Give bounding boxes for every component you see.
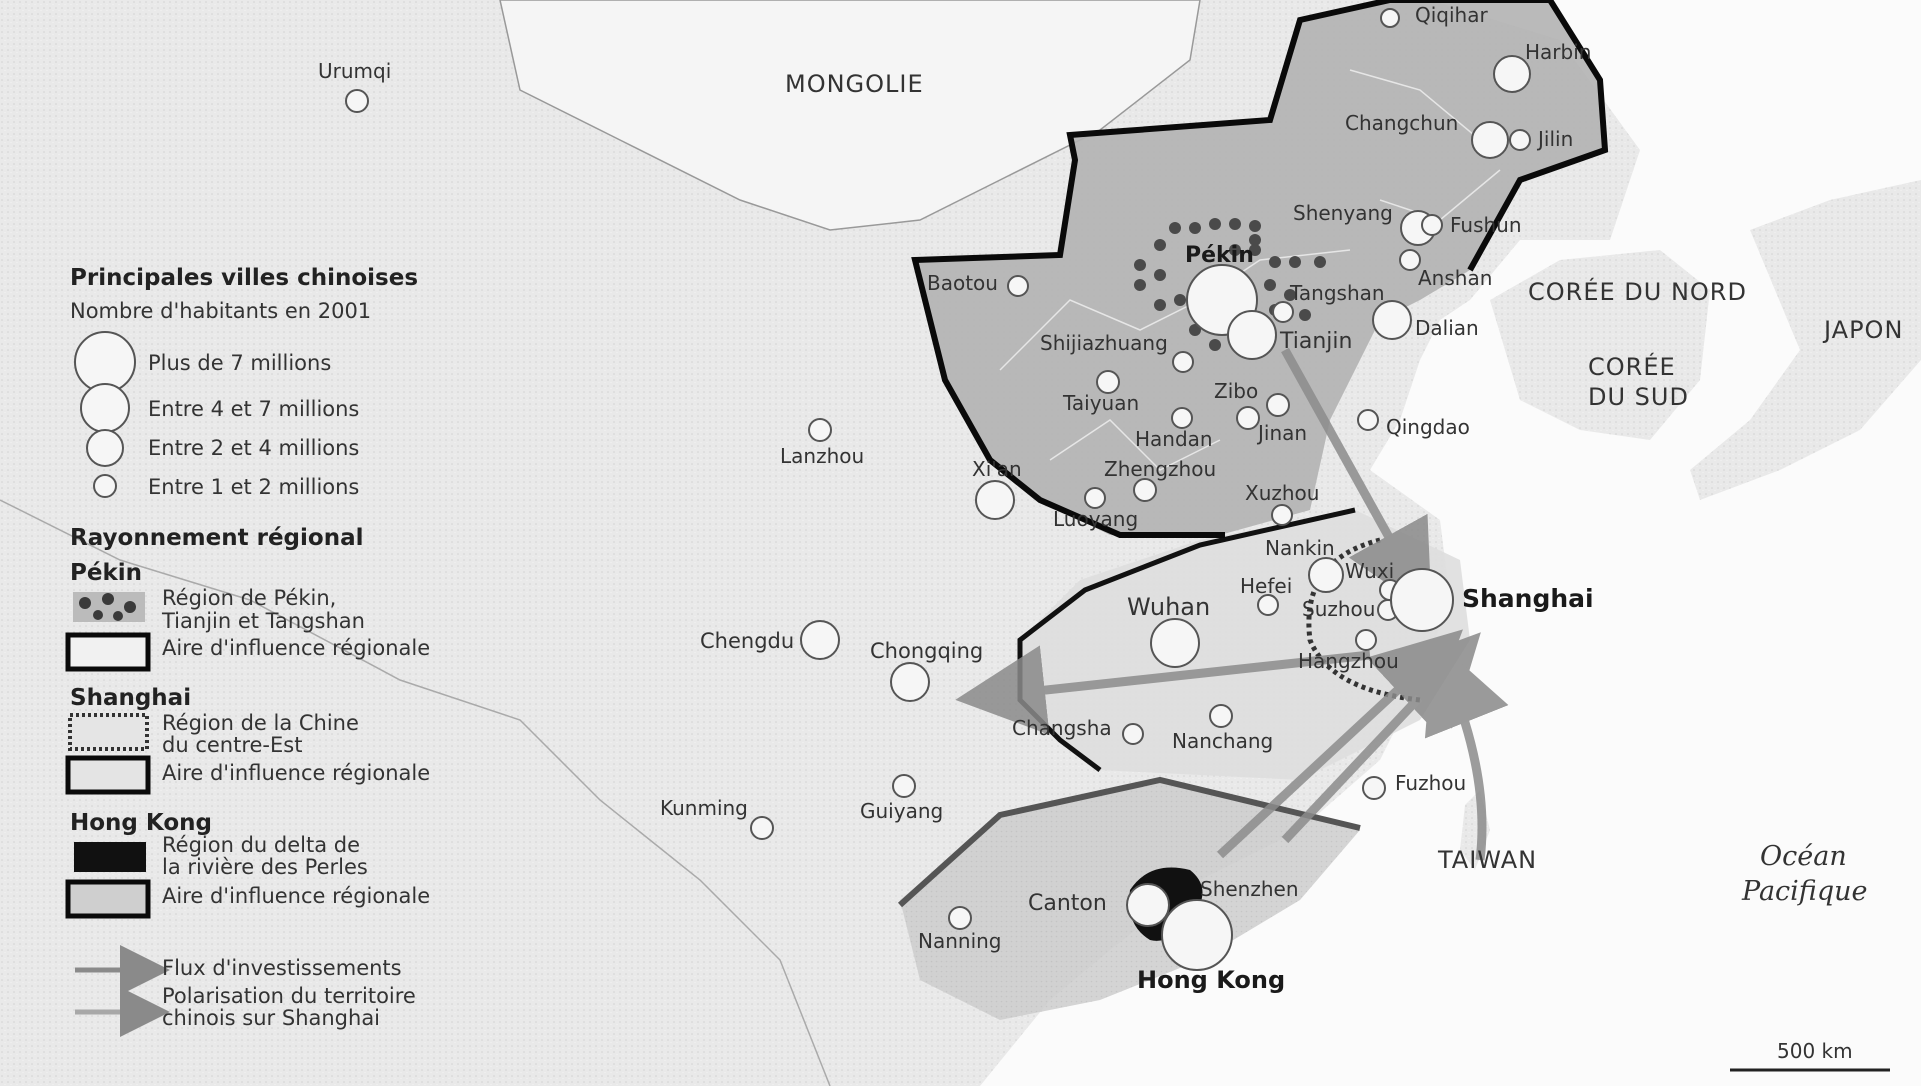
city-harbin: Harbin — [1525, 40, 1591, 64]
legend-shanghai-heading: Shanghai — [70, 685, 191, 711]
legend-pekin-aire: Aire d'influence régionale — [162, 636, 430, 660]
city-zibo: Zibo — [1214, 379, 1258, 403]
mongolia-area — [499, 0, 1201, 231]
city-jinan: Jinan — [1256, 421, 1307, 445]
legend-hongkong-region-1: Région du delta de — [162, 833, 360, 857]
legend-flux: Flux d'investissements — [162, 956, 402, 980]
japan-landmass — [1690, 180, 1921, 500]
investment-flows — [955, 347, 1509, 861]
city-wuhan: Wuhan — [1127, 593, 1210, 621]
ocean-label-2: Pacifique — [1741, 876, 1867, 907]
city-suzhou: Suzhou — [1302, 597, 1375, 621]
city-tianjin: Tianjin — [1279, 329, 1352, 354]
legend-size-3: Entre 2 et 4 millions — [148, 436, 359, 460]
city-chongqing: Chongqing — [870, 639, 983, 663]
city-changchun: Changchun — [1345, 111, 1458, 135]
city-xuzhou: Xuzhou — [1245, 481, 1319, 505]
scale-bar: 500 km — [1730, 1039, 1890, 1072]
country-japon: JAPON — [1822, 316, 1903, 344]
city-shenyang: Shenyang — [1293, 201, 1393, 225]
shanghai-influence-border — [1017, 507, 1356, 772]
city-guiyang: Guiyang — [860, 799, 943, 823]
pekin-internal-borders — [999, 69, 1501, 471]
city-nanchang: Nanchang — [1172, 729, 1273, 753]
city-handan: Handan — [1135, 427, 1213, 451]
city-tangshan: Tangshan — [1289, 281, 1385, 305]
city-fuzhou: Fuzhou — [1395, 771, 1466, 795]
city-markers — [345, 8, 1531, 971]
city-hongkong: Hong Kong — [1137, 966, 1285, 994]
country-coree-sud-2: DU SUD — [1588, 383, 1689, 411]
pekin-influence-border — [911, 0, 1609, 538]
city-changsha: Changsha — [1012, 716, 1112, 740]
city-anshan: Anshan — [1418, 266, 1492, 290]
legend-rayonnement: Rayonnement régional — [70, 525, 363, 551]
city-dalian: Dalian — [1415, 316, 1479, 340]
legend-size-2: Entre 4 et 7 millions — [148, 397, 359, 421]
city-luoyang: Luoyang — [1053, 507, 1138, 531]
city-baotou: Baotou — [927, 271, 998, 295]
west-border — [0, 499, 831, 1086]
city-wuxi: Wuxi — [1345, 559, 1394, 583]
hongkong-influence-border — [897, 776, 1361, 908]
city-qingdao: Qingdao — [1386, 415, 1470, 439]
city-taiyuan: Taiyuan — [1062, 391, 1139, 415]
pekin-region-dots — [1134, 218, 1326, 351]
legend-polarisation-2: chinois sur Shanghai — [162, 1006, 380, 1030]
city-urumqi: Urumqi — [318, 59, 391, 83]
city-pekin: Pékin — [1185, 243, 1254, 268]
legend-size-4: Entre 1 et 2 millions — [148, 475, 359, 499]
city-shanghai: Shanghai — [1462, 584, 1594, 613]
city-kunming: Kunming — [660, 796, 748, 820]
city-labels: Urumqi Qiqihar Harbin Changchun Jilin Sh… — [318, 3, 1594, 994]
city-fushun: Fushun — [1450, 213, 1522, 237]
country-coree-nord: CORÉE DU NORD — [1528, 277, 1747, 306]
city-zhengzhou: Zhengzhou — [1104, 457, 1216, 481]
country-taiwan: TAIWAN — [1437, 846, 1537, 874]
legend-shanghai-region-2: du centre-Est — [162, 733, 302, 757]
country-coree-sud-1: CORÉE — [1588, 352, 1676, 381]
city-xian: Xi'an — [972, 457, 1022, 481]
city-nanning: Nanning — [918, 929, 1002, 953]
legend-hongkong-aire: Aire d'influence régionale — [162, 884, 430, 908]
legend-title: Principales villes chinoises — [70, 265, 418, 291]
korea-landmass — [1490, 250, 1710, 440]
legend-shanghai-region-1: Région de la Chine — [162, 711, 359, 735]
legend-shanghai-aire: Aire d'influence régionale — [162, 761, 430, 785]
city-hefei: Hefei — [1240, 574, 1292, 598]
city-hangzhou: Hangzhou — [1298, 649, 1399, 673]
city-jilin: Jilin — [1536, 127, 1573, 151]
legend-subtitle: Nombre d'habitants en 2001 — [70, 299, 371, 323]
city-shenzhen: Shenzhen — [1200, 877, 1299, 901]
scale-label: 500 km — [1777, 1039, 1853, 1063]
legend-pekin-heading: Pékin — [70, 560, 142, 586]
city-qiqihar: Qiqihar — [1415, 3, 1488, 27]
country-mongolie: MONGOLIE — [785, 70, 924, 98]
legend-hongkong-heading: Hong Kong — [70, 810, 212, 836]
legend-polarisation-1: Polarisation du territoire — [162, 984, 416, 1008]
legend-pekin-region-1: Région de Pékin, — [162, 586, 336, 610]
city-canton: Canton — [1028, 891, 1107, 916]
city-chengdu: Chengdu — [700, 629, 794, 653]
legend-size-1: Plus de 7 millions — [148, 351, 331, 375]
ocean-label-1: Océan — [1760, 841, 1847, 872]
city-nankin: Nankin — [1265, 536, 1335, 560]
legend: Principales villes chinoises Nombre d'ha… — [65, 265, 430, 1037]
city-shijiazhuang: Shijiazhuang — [1040, 331, 1168, 355]
legend-hongkong-region-2: la rivière des Perles — [162, 855, 368, 879]
legend-pekin-region-2: Tianjin et Tangshan — [161, 609, 365, 633]
city-lanzhou: Lanzhou — [780, 444, 864, 468]
